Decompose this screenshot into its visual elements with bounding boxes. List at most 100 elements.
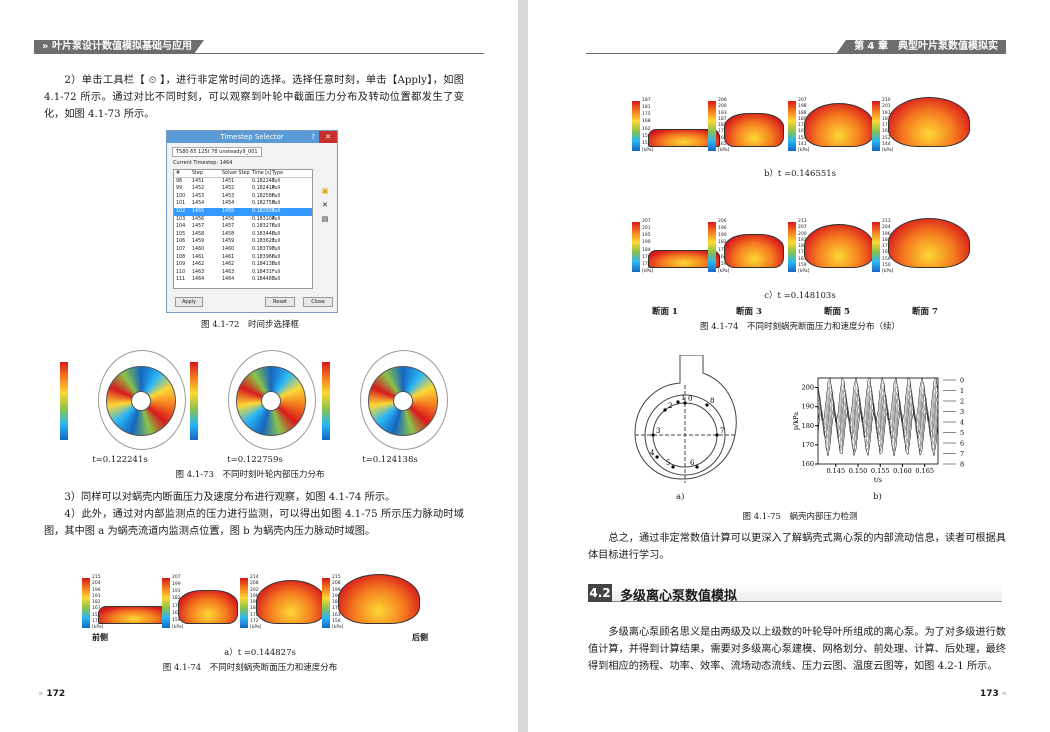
close-icon[interactable]: ✕ — [319, 131, 337, 143]
dialog-titlebar: Timestep Selector ? ✕ — [167, 131, 337, 143]
monitor-point — [676, 400, 680, 404]
volute-section-contour — [648, 129, 720, 147]
monitor-point-label: 8 — [710, 397, 714, 405]
file-tab[interactable]: TS80 65 125t 78 unsteady9_001 — [172, 147, 262, 157]
colorbar-tick: 182 — [92, 600, 101, 605]
colorbar-tick: 154 — [798, 135, 807, 141]
monitor-point — [671, 465, 675, 469]
colorbar-tick: 167 — [92, 606, 101, 612]
volute-section-contour — [338, 574, 420, 624]
colorbar — [60, 362, 68, 440]
legend-label: 8 — [960, 461, 964, 469]
y-tick-label: 160 — [802, 460, 814, 468]
colorbar-tick: 202 — [250, 587, 259, 593]
volute-section-contour — [804, 103, 874, 147]
colorbar-tick: 215 — [332, 575, 341, 580]
save-icon[interactable]: ▤ — [321, 215, 329, 223]
colorbar — [190, 362, 198, 440]
colorbar-tick: 196 — [718, 226, 727, 232]
colorbar-tick: [kPa] — [882, 269, 894, 274]
colorbar-tick: 181 — [332, 600, 341, 605]
colorbar-tick: 166 — [172, 610, 181, 616]
colorbar-tick: 207 — [798, 225, 807, 231]
x-tick-label: 0.160 — [893, 467, 912, 475]
y-tick-label: 180 — [802, 422, 814, 430]
colorbar-tick: 204 — [92, 581, 101, 587]
monitor-point — [655, 455, 659, 459]
colorbar-tick: [kPa] — [92, 625, 104, 630]
section-label: 断面 1 — [652, 307, 678, 317]
colorbar-tick: 214 — [250, 575, 259, 580]
colorbar-tick: 191 — [882, 110, 891, 116]
colorbar-tick: 201 — [642, 226, 651, 232]
x-tick-label: 0.150 — [849, 467, 868, 475]
colorbar — [162, 578, 170, 628]
colorbar — [82, 578, 90, 628]
colorbar-tick: 196 — [882, 231, 891, 237]
colorbar-tick: 150 — [642, 140, 651, 146]
colorbar-tick: 171 — [882, 123, 891, 128]
colorbar-tick: 190 — [718, 233, 727, 239]
colorbar-tick: [kPa] — [798, 148, 810, 153]
colorbar-tick: 190 — [332, 593, 341, 599]
help-icon[interactable]: ? — [311, 133, 315, 141]
y-tick-label: 170 — [802, 441, 814, 449]
colorbar-tick: [kPa] — [882, 148, 894, 153]
section-label: 断面 7 — [912, 307, 938, 317]
colorbar-tick: 159 — [882, 256, 891, 262]
colorbar-tick: 181 — [882, 116, 891, 122]
colorbar-tick: 191 — [172, 589, 181, 595]
monitor-point — [705, 403, 709, 407]
colorbar — [788, 101, 796, 151]
colorbar — [788, 222, 796, 272]
volute-section-contour — [724, 234, 784, 268]
colorbar-tick: 159 — [798, 262, 807, 268]
reset-button[interactable]: Reset — [265, 297, 295, 307]
series-line — [817, 392, 939, 440]
time-label: t=0.122241s — [92, 455, 148, 465]
colorbar-tick: 175 — [798, 250, 807, 256]
folder-icon[interactable]: ▣ — [321, 187, 329, 195]
volute-section-contour — [888, 97, 970, 147]
legend-label: 6 — [960, 440, 964, 448]
close-button[interactable]: Close — [303, 297, 333, 307]
monitor-point-label: 3 — [656, 427, 660, 435]
colorbar-tick: 168 — [642, 119, 651, 125]
colorbar-tick: 141 — [798, 141, 807, 147]
colorbar-tick: 184 — [642, 247, 651, 253]
colorbar-tick: 201 — [882, 104, 891, 110]
colorbar-tick: 204 — [882, 225, 891, 231]
colorbar-tick: 208 — [332, 581, 341, 587]
series-line — [817, 388, 939, 436]
monitor-point-label: 4 — [650, 449, 655, 457]
colorbar-tick: [kPa] — [642, 269, 654, 274]
colorbar-tick: 193 — [718, 110, 727, 116]
colorbar-tick: 196 — [250, 593, 259, 599]
colorbar-tick: 200 — [718, 104, 727, 110]
volute-section-contour — [648, 250, 720, 268]
monitor-point — [695, 465, 699, 469]
section-label: 断面 3 — [736, 307, 762, 317]
legend-label: 5 — [960, 429, 964, 437]
x-axis-label: t/s — [874, 476, 882, 484]
colorbar-tick: 156 — [332, 618, 341, 624]
colorbar-tick: 181 — [642, 105, 651, 111]
delete-icon[interactable]: ✕ — [322, 201, 328, 209]
colorbar-tick: 171 — [798, 123, 807, 128]
apply-button[interactable]: Apply — [175, 297, 203, 307]
